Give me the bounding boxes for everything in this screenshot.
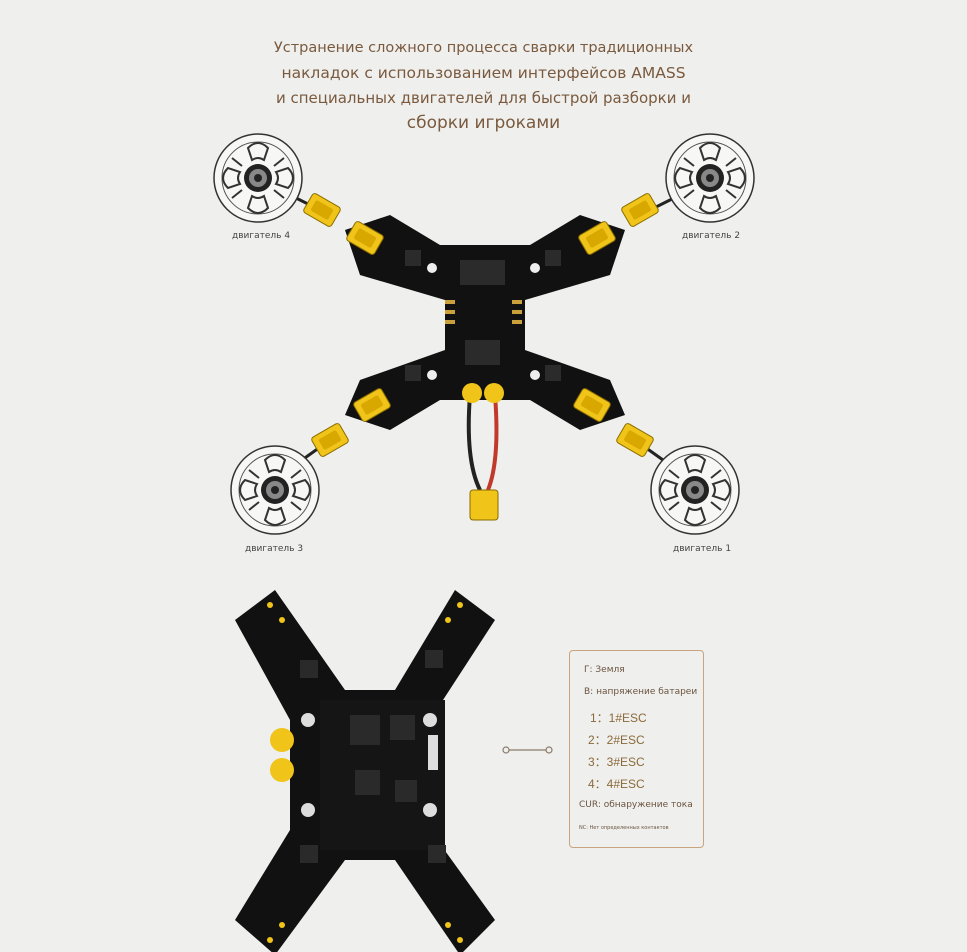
legend-esc-1: 1：1#ESC [590,711,647,725]
motor-3 [230,445,320,535]
motor-2-label: двигатель 2 [682,231,741,241]
legend-esc-2: 2：2#ESC [588,733,645,747]
pinout-legend: Г: Земля В: напряжение батареи 1：1#ESC 2… [569,650,704,848]
legend-esc-4: 4：4#ESC [588,777,645,791]
headline-line-4: сборки игроками [406,113,561,133]
headline-line-3: и специальных двигателей для быстрой раз… [275,89,691,107]
battery-lead [462,383,504,521]
legend-nc: NC: Нет определенных контактов [579,825,669,831]
pcb-bottom-view [235,590,495,952]
headline-line-2: накладок с использованием интерфейсов AM… [281,64,686,82]
motor-1 [650,445,740,535]
legend-current: CUR: обнаружение тока [579,800,693,810]
motor-1-label: двигатель 1 [673,544,732,554]
headline-line-1: Устранение сложного процесса сварки трад… [273,40,694,56]
motor-4-label: двигатель 4 [232,231,291,241]
headline: Устранение сложного процесса сварки трад… [180,36,787,136]
pcb-top-view [345,215,625,430]
motor-3-label: двигатель 3 [245,544,304,554]
motor-2 [665,133,755,223]
legend-esc-3: 3：3#ESC [588,755,645,769]
legend-battery: В: напряжение батареи [584,687,698,697]
legend-ground: Г: Земля [584,665,625,675]
motor-4 [213,133,303,223]
callout-line [502,746,553,754]
